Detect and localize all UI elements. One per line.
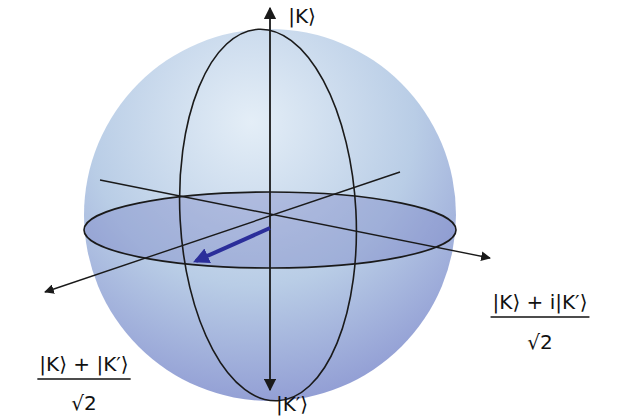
fraction-bar: [37, 378, 130, 379]
state-label: √2: [527, 330, 552, 354]
fraction-numerator: |K⟩ + |K′⟩: [39, 352, 128, 376]
fraction-bar: [491, 316, 590, 317]
meridian: [170, 25, 365, 406]
state-label: |K⟩: [288, 4, 316, 28]
y-axis: [100, 180, 490, 258]
state-label: |K′⟩: [276, 392, 308, 416]
state-label: √2: [71, 391, 96, 415]
state-vector: [196, 228, 270, 261]
fraction-numerator: |K⟩ + i|K′⟩: [493, 290, 588, 314]
x-axis: [45, 172, 400, 292]
z-axis: [269, 8, 271, 390]
